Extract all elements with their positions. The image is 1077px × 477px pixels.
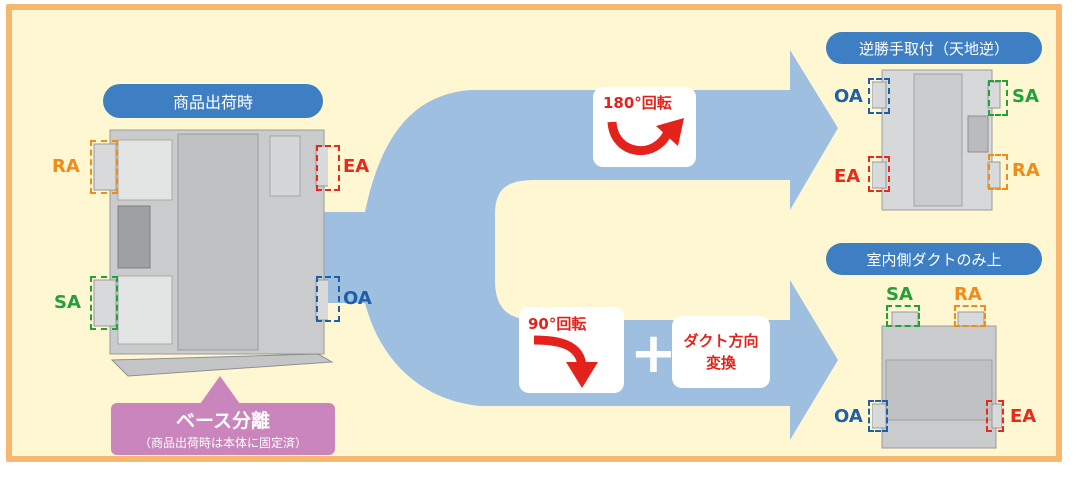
ductup-ea-box bbox=[986, 400, 1004, 432]
reversed-oa-box bbox=[868, 78, 890, 114]
base-separate-title: ベース分離 bbox=[175, 410, 271, 432]
reverse-mount-pill: 逆勝手取付（天地逆） bbox=[826, 32, 1042, 64]
reversed-sa-box bbox=[988, 80, 1008, 116]
reversed-ra-label: RA bbox=[1012, 160, 1040, 181]
rotate-180-label: 180°回転 bbox=[603, 94, 672, 112]
duct-direction-line1: ダクト方向 bbox=[683, 332, 759, 350]
reversed-sa-label: SA bbox=[1012, 86, 1039, 107]
reversed-oa-label: OA bbox=[834, 86, 863, 107]
ductup-oa-label: OA bbox=[834, 406, 863, 427]
left-ea-label: EA bbox=[343, 156, 370, 177]
duct-direction-line2: 変換 bbox=[705, 354, 736, 372]
rotate-90-icon bbox=[533, 335, 598, 388]
base-separate-subtext: （商品出荷時は本体に固定済） bbox=[138, 436, 307, 450]
left-ea-box bbox=[316, 145, 340, 191]
ductup-sa-box bbox=[886, 305, 920, 327]
left-ra-label: RA bbox=[52, 156, 80, 177]
rotate-90-label: 90°回転 bbox=[528, 315, 587, 333]
left-ra-box bbox=[90, 140, 118, 194]
duct-direction-badge bbox=[672, 316, 770, 388]
ventilation-unit-reversed bbox=[872, 69, 1001, 211]
base-pointer bbox=[200, 376, 240, 404]
rotate-180-icon bbox=[607, 118, 684, 156]
indoor-duct-up-pill: 室内側ダクトのみ上 bbox=[826, 243, 1042, 275]
base-plate bbox=[110, 353, 334, 377]
ductup-ea-label: EA bbox=[1010, 406, 1037, 427]
left-sa-label: SA bbox=[54, 292, 81, 313]
ductup-sa-label: SA bbox=[886, 284, 913, 305]
left-sa-box bbox=[90, 276, 118, 330]
ductup-ra-box bbox=[954, 305, 986, 327]
reversed-ea-box bbox=[868, 156, 890, 192]
ventilation-unit-shipping bbox=[93, 129, 328, 355]
reversed-ea-label: EA bbox=[834, 166, 861, 187]
ventilation-unit-duct-up bbox=[872, 311, 1002, 449]
plus-sign: + bbox=[630, 321, 677, 386]
base-separate-note: ベース分離 （商品出荷時は本体に固定済） bbox=[111, 403, 335, 455]
ductup-oa-box bbox=[868, 400, 888, 432]
left-oa-box bbox=[316, 276, 340, 322]
ductup-ra-label: RA bbox=[954, 284, 982, 305]
shipping-state-pill: 商品出荷時 bbox=[103, 84, 323, 118]
left-oa-label: OA bbox=[343, 288, 372, 309]
reversed-ra-box bbox=[988, 154, 1008, 190]
